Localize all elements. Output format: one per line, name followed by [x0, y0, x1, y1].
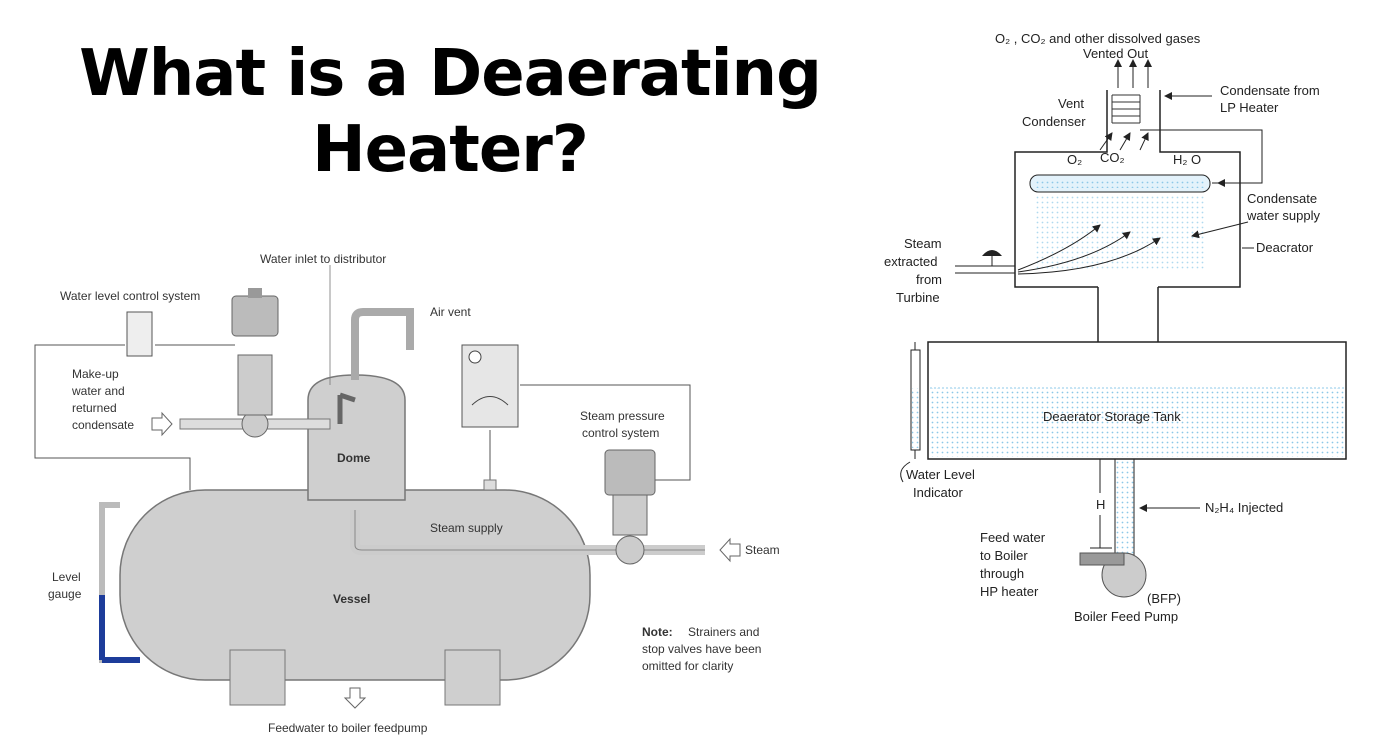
- vent-condenser-label-2: Condenser: [1022, 114, 1086, 129]
- makeup-label-2: water and: [71, 384, 125, 398]
- tank-water: [930, 388, 1344, 457]
- pressure-control-line: [520, 384, 691, 481]
- air-vent-label: Air vent: [430, 305, 471, 319]
- deaerator-label: Deacrator: [1256, 240, 1314, 255]
- title-line-1: What is a Deaerating: [79, 37, 822, 111]
- air-vent-pipe: [351, 308, 414, 380]
- water-level-control-label: Water level control system: [60, 289, 200, 303]
- steam-label: Steam: [745, 543, 780, 557]
- o2-label: O₂: [1067, 152, 1082, 167]
- vent-condenser-label-1: Vent: [1058, 96, 1084, 111]
- level-controller: [126, 311, 153, 357]
- steam-label-4: Turbine: [896, 290, 940, 305]
- note-line-3: omitted for clarity: [642, 659, 733, 673]
- steam-valve-actuator: [604, 449, 656, 496]
- dome: [307, 374, 406, 501]
- note-line-1: Strainers and: [688, 625, 759, 639]
- water-inlet-label: Water inlet to distributor: [260, 252, 386, 266]
- feed-water-label-4: HP heater: [980, 584, 1039, 599]
- left-diagram: Water inlet to distributor Water level c…: [34, 252, 780, 735]
- storage-tank-label: Deaerator Storage Tank: [1043, 409, 1181, 424]
- steam-pressure-label-1: Steam pressure: [580, 409, 665, 423]
- page-title: What is a Deaerating Heater?: [0, 36, 900, 188]
- steam-label-1: Steam: [904, 236, 942, 251]
- feedwater-label: Feedwater to boiler feedpump: [268, 721, 428, 735]
- co2-label: CO₂: [1100, 150, 1125, 165]
- note-line-2: stop valves have been: [642, 642, 761, 656]
- steam-pressure-label-2: control system: [582, 426, 659, 440]
- gases-label-2: Vented Out: [1083, 46, 1148, 61]
- steam-arrow-icon: [719, 537, 741, 563]
- deaerator-body-left: [1014, 90, 1108, 288]
- h2o-label: H₂ O: [1173, 152, 1201, 167]
- feed-water-label-3: through: [980, 566, 1024, 581]
- water-level-label-2: Indicator: [913, 485, 964, 500]
- vent-condenser-coil: [1112, 94, 1140, 124]
- makeup-label-4: condensate: [72, 418, 134, 432]
- title-line-2: Heater?: [312, 113, 589, 187]
- water-spray: [1035, 195, 1205, 270]
- steam-valve-icon: [982, 250, 1002, 256]
- water-level-label-1: Water Level: [906, 467, 975, 482]
- steam-label-2: extracted: [884, 254, 937, 269]
- bfp-name-label: Boiler Feed Pump: [1074, 609, 1178, 624]
- deaerator-body-right: [1158, 90, 1241, 288]
- condensate-supply-label-1: Condensate: [1247, 191, 1317, 206]
- bfp-label: (BFP): [1147, 591, 1181, 606]
- h-label: H: [1096, 497, 1105, 512]
- steam-valve: [615, 535, 645, 565]
- makeup-valve-actuator: [231, 295, 279, 337]
- condensate-supply-label-2: water supply: [1246, 208, 1320, 223]
- steam-supply-label: Steam supply: [430, 521, 503, 535]
- vessel-support-left: [229, 649, 286, 706]
- gases-label-1: O₂ , CO₂ and other dissolved gases: [995, 31, 1201, 46]
- makeup-arrow-icon: [151, 411, 173, 437]
- feed-water-label-2: to Boiler: [980, 548, 1028, 563]
- level-gauge-label-1: Level: [52, 570, 81, 584]
- vessel-label: Vessel: [333, 592, 370, 606]
- n2h4-label: N₂H₄ Injected: [1205, 500, 1283, 515]
- level-control-line: [34, 344, 191, 490]
- feed-water-label-1: Feed water: [980, 530, 1046, 545]
- feedwater-arrow-icon: [343, 687, 367, 709]
- condensate-lp-label-1: Condensate from: [1220, 83, 1320, 98]
- vessel-support-right: [444, 649, 501, 706]
- level-gauge-label-2: gauge: [48, 587, 82, 601]
- right-diagram: O₂ , CO₂ and other dissolved gases Vente…: [884, 31, 1347, 624]
- steam-label-3: from: [916, 272, 942, 287]
- makeup-label-3: returned: [72, 401, 117, 415]
- note-label: Note:: [642, 625, 673, 639]
- condensate-lp-label-2: LP Heater: [1220, 100, 1279, 115]
- makeup-label-1: Make-up: [72, 367, 119, 381]
- downcomer-pipe: [1114, 458, 1135, 560]
- dome-label: Dome: [337, 451, 371, 465]
